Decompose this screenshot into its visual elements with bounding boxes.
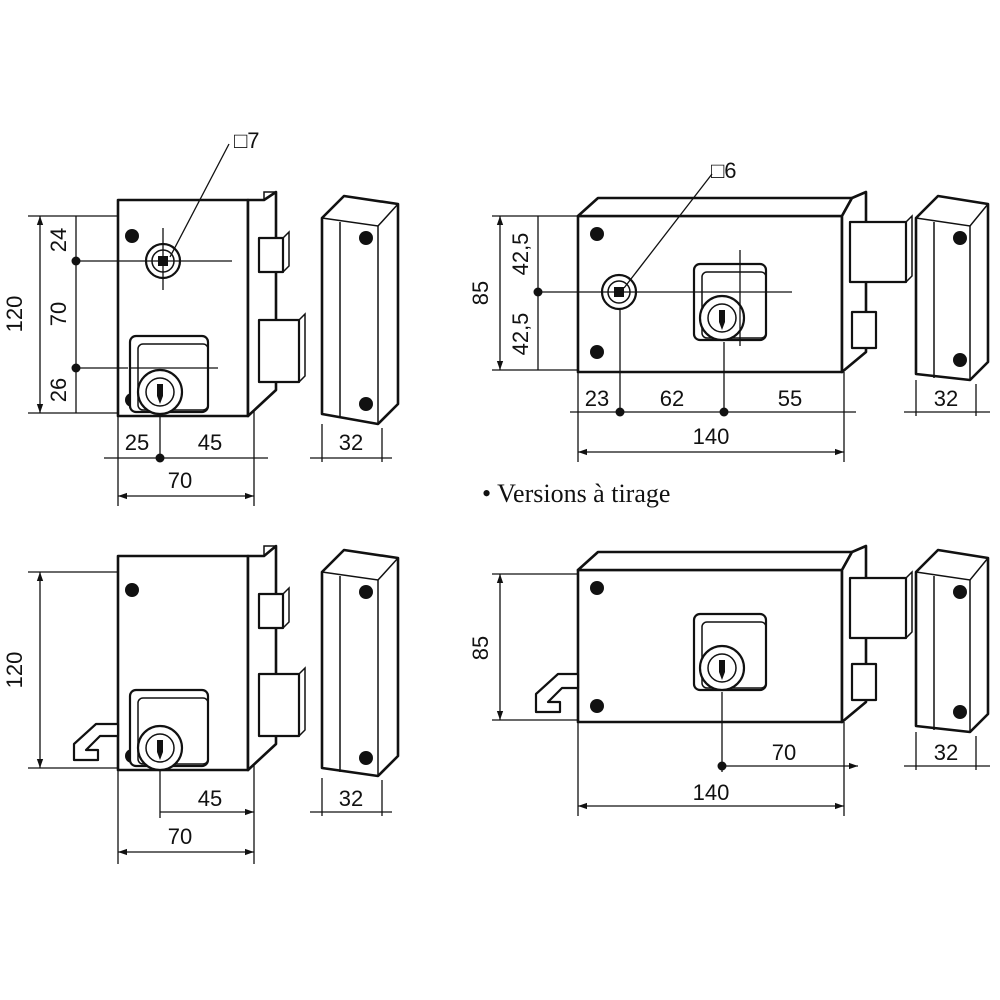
keeper-bottom-right: 32 <box>904 548 990 770</box>
height-bottom-label: 42,5 <box>508 313 533 356</box>
width-b-label: 62 <box>660 386 684 411</box>
spindle-size-label: □6 <box>711 158 737 183</box>
pull-handle <box>534 672 580 714</box>
horizontal-lock-top: □6 85 42,5 42,5 23 62 55 140 <box>468 158 913 462</box>
height-total-label: 85 <box>468 636 493 660</box>
latch-bolt <box>850 662 878 702</box>
width-total-label: 140 <box>693 780 730 805</box>
dead-bolt <box>848 220 908 284</box>
latch-bolt <box>257 236 285 274</box>
width-left-label: 25 <box>125 430 149 455</box>
keeper-width-label: 32 <box>339 786 363 811</box>
height-bottom-label: 26 <box>46 378 71 402</box>
vertical-lock-top: □7 120 24 70 26 25 45 70 <box>2 128 306 506</box>
height-top-label: 42,5 <box>508 233 533 276</box>
height-mid-label: 70 <box>46 302 71 326</box>
keeper-width-label: 32 <box>339 430 363 455</box>
lock-case <box>576 568 844 724</box>
horizontal-lock-bottom: 85 70 140 <box>468 544 913 816</box>
screw <box>125 229 139 243</box>
versions-caption: • Versions à tirage <box>482 479 670 508</box>
width-a-label: 23 <box>585 386 609 411</box>
width-right-label: 45 <box>198 430 222 455</box>
latch-bolt <box>850 310 878 350</box>
keeper-top-left: 32 <box>310 194 400 462</box>
latch-bolt <box>257 592 285 630</box>
width-c-label: 55 <box>778 386 802 411</box>
height-top-label: 24 <box>46 228 71 252</box>
pull-handle <box>72 722 120 762</box>
width-right-label: 70 <box>772 740 796 765</box>
height-total-label: 85 <box>468 281 493 305</box>
width-right-label: 45 <box>198 786 222 811</box>
width-total-label: 70 <box>168 468 192 493</box>
height-total-label: 120 <box>2 652 27 689</box>
keeper-bottom-left: 32 <box>310 548 400 816</box>
height-total-label: 120 <box>2 296 27 333</box>
dead-bolt <box>257 672 301 738</box>
width-total-label: 70 <box>168 824 192 849</box>
spindle-size-label: □7 <box>234 128 260 153</box>
dead-bolt <box>848 576 908 640</box>
dead-bolt <box>257 318 301 384</box>
keeper-top-right: 32 <box>904 194 990 416</box>
vertical-lock-bottom: 120 45 70 <box>2 544 306 864</box>
keeper-width-label: 32 <box>934 386 958 411</box>
width-total-label: 140 <box>693 424 730 449</box>
keeper-width-label: 32 <box>934 740 958 765</box>
